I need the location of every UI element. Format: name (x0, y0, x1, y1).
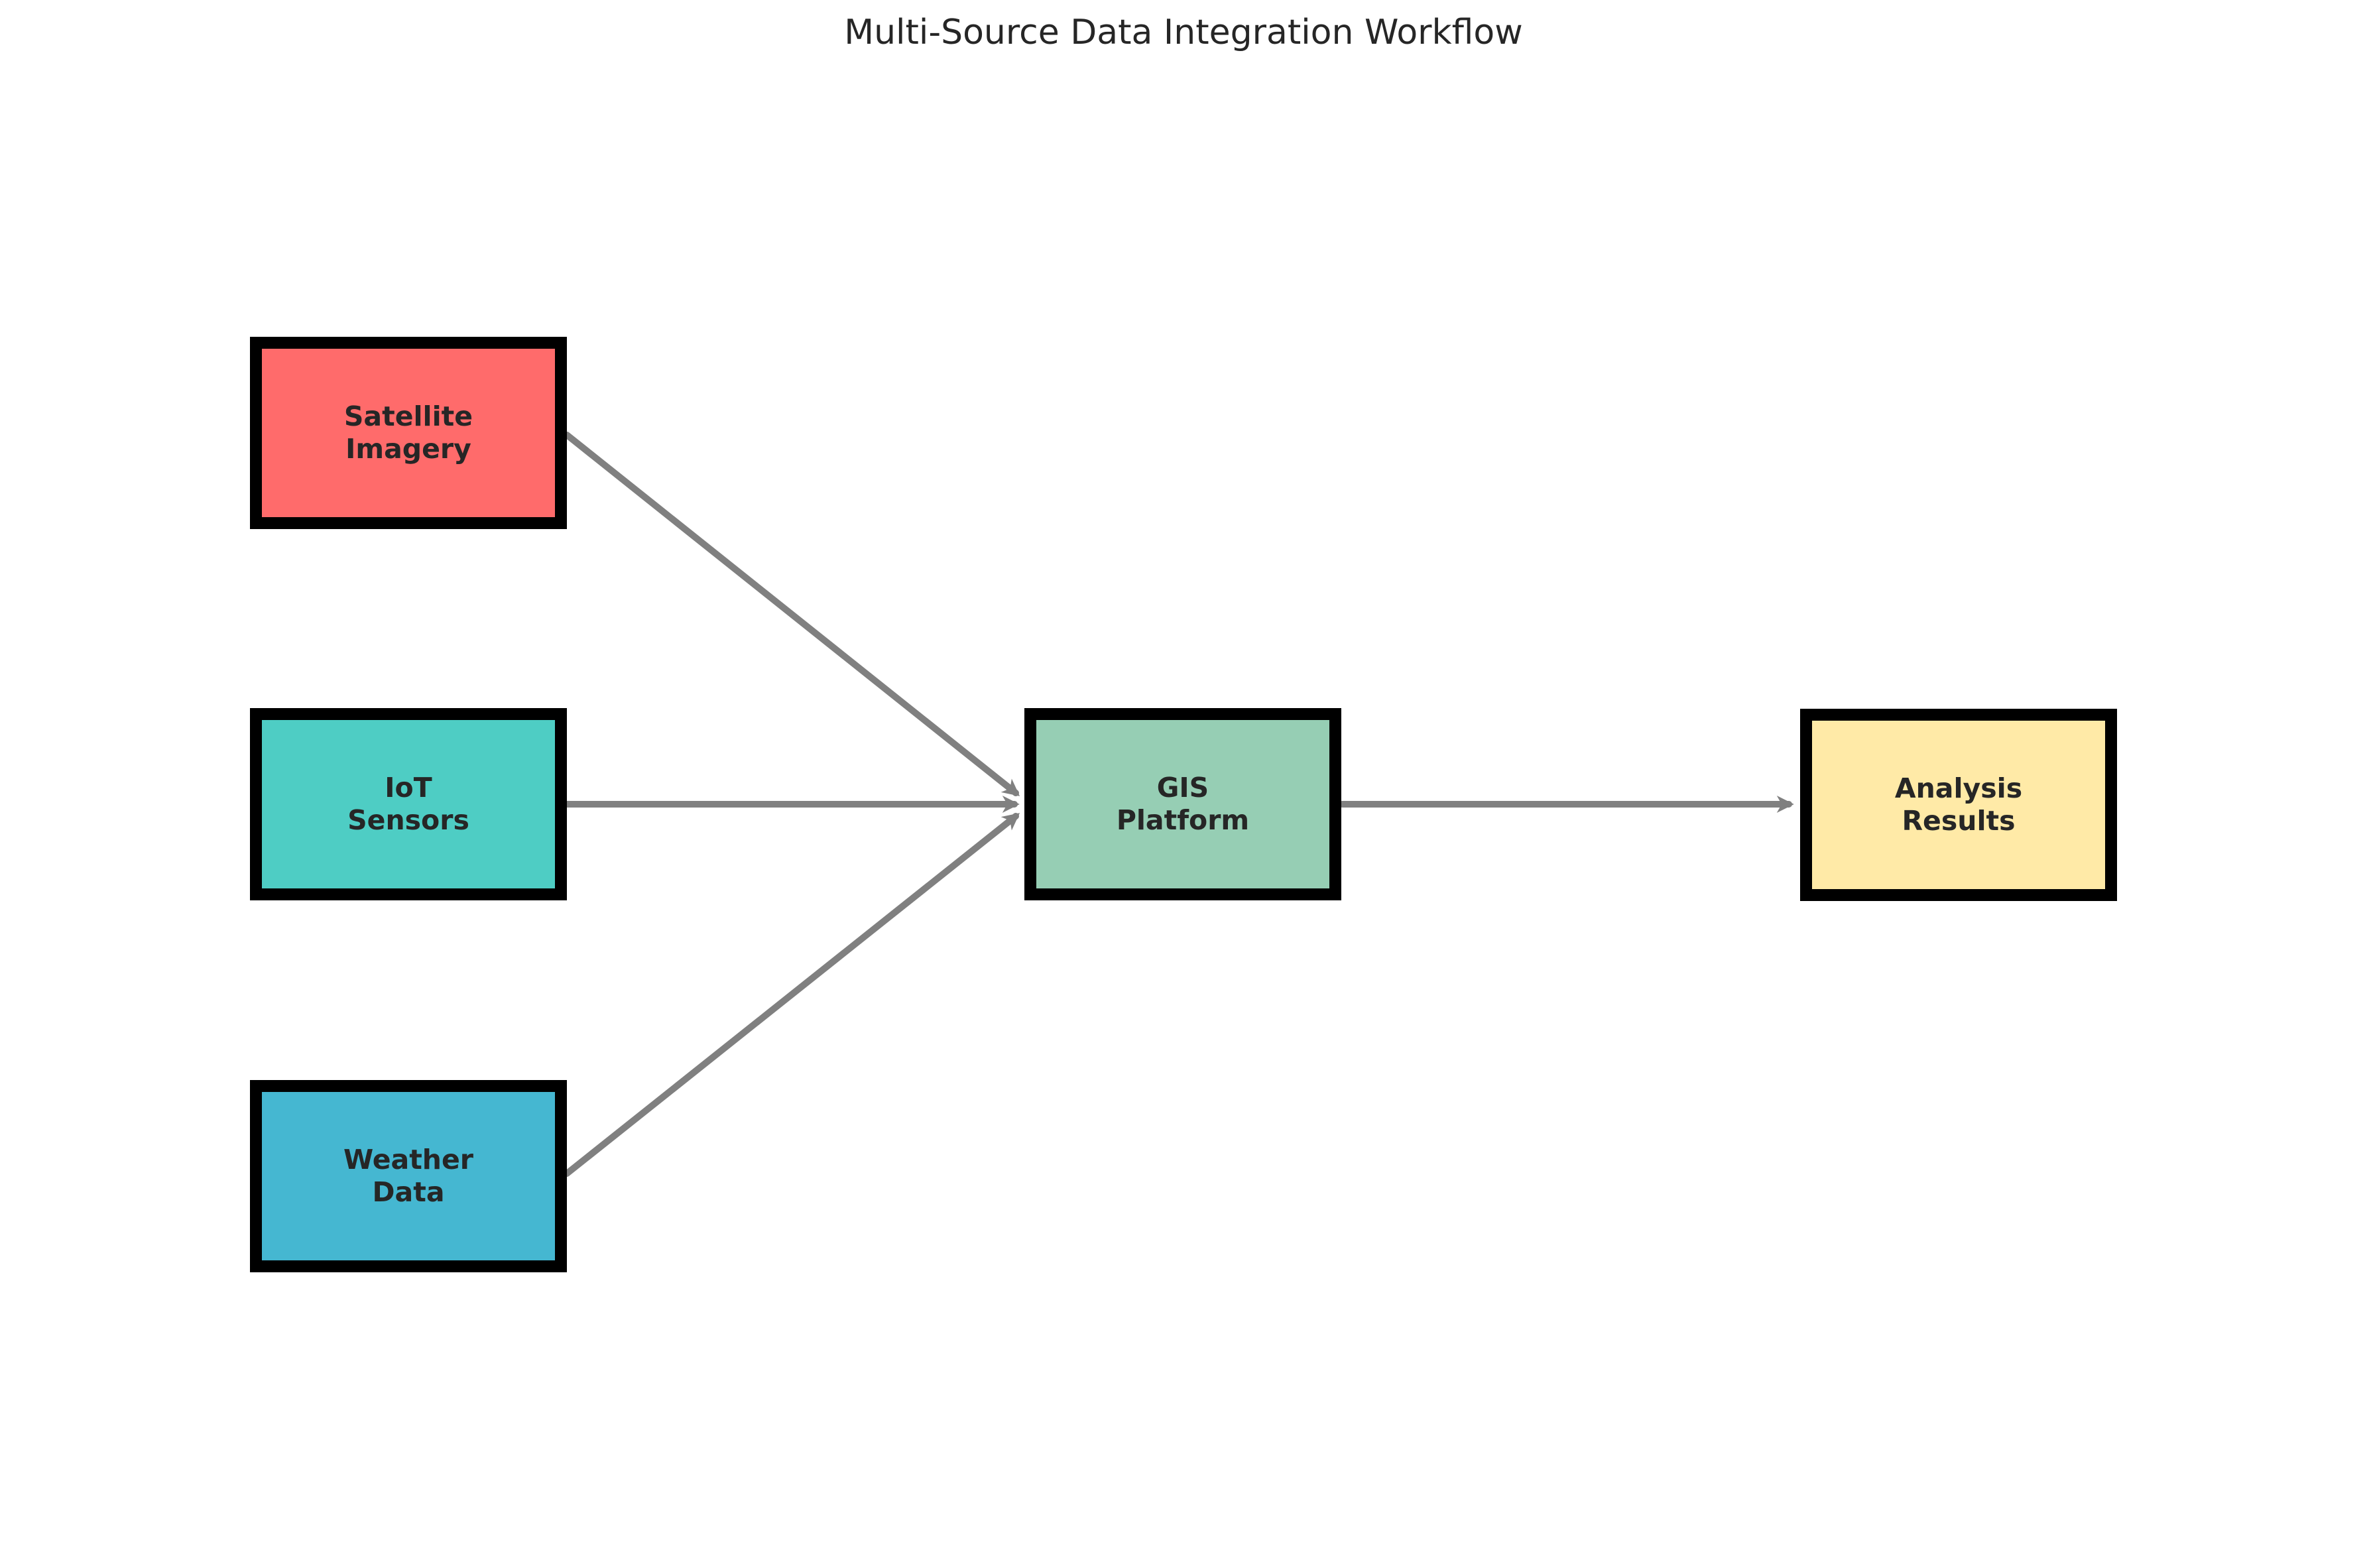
node-gis-platform: GIS Platform (1024, 708, 1341, 900)
node-weather-data-label: Weather Data (343, 1143, 474, 1208)
node-iot-sensors-label: IoT Sensors (347, 771, 469, 836)
node-satellite-imagery: Satellite Imagery (250, 337, 567, 529)
diagram-title: Multi-Source Data Integration Workflow (844, 13, 1523, 52)
node-iot-sensors: IoT Sensors (250, 708, 567, 900)
node-gis-platform-label: GIS Platform (1116, 771, 1250, 836)
node-satellite-imagery-label: Satellite Imagery (343, 400, 473, 465)
node-analysis-results: Analysis Results (1800, 709, 2117, 901)
edge-satellite-to-gis (564, 432, 1020, 796)
node-weather-data: Weather Data (250, 1080, 567, 1272)
edge-weather-to-gis (564, 813, 1020, 1177)
node-analysis-results-label: Analysis Results (1894, 772, 2023, 837)
